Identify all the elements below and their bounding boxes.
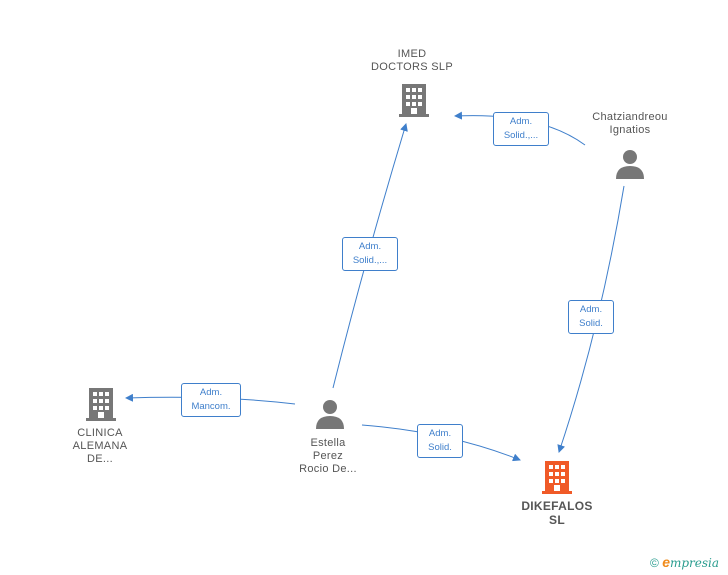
label-line: Perez xyxy=(312,450,344,462)
label-line: DOCTORS SLP xyxy=(371,61,453,73)
label-line: SL xyxy=(549,513,565,527)
label-line: IMED xyxy=(397,48,427,60)
label-line: DE... xyxy=(87,453,113,465)
edge-label-chatz-dikefalos[interactable]: Adm. Solid. xyxy=(568,300,614,334)
building-icon-highlighted[interactable] xyxy=(542,461,572,494)
edge-label-line: Solid. xyxy=(428,442,452,453)
edge-label-estella-dikefalos[interactable]: Adm. Solid. xyxy=(417,424,463,458)
node-label-estella[interactable]: Estella Perez Rocio De... xyxy=(276,437,380,476)
copyright-symbol: © xyxy=(650,556,659,570)
edge-label-line: Solid. xyxy=(579,318,603,329)
edge-label-line: Adm. xyxy=(579,304,603,315)
building-icon[interactable] xyxy=(399,84,429,117)
node-label-imed[interactable]: IMED DOCTORS SLP xyxy=(360,48,464,74)
edge-label-line: Adm. xyxy=(428,428,452,439)
label-line: Chatziandreou xyxy=(592,111,668,123)
edge-label-line: Mancom. xyxy=(191,401,231,412)
node-label-clinica[interactable]: CLINICA ALEMANA DE... xyxy=(50,427,150,466)
edge-label-estella-clinica[interactable]: Adm. Mancom. xyxy=(181,383,241,417)
person-icon[interactable] xyxy=(616,150,644,179)
edge-label-chatz-imed[interactable]: Adm. Solid.,... xyxy=(493,112,549,146)
node-label-dikefalos[interactable]: DIKEFALOS SL xyxy=(505,499,609,527)
person-icon[interactable] xyxy=(316,400,344,429)
label-line: Ignatios xyxy=(609,124,651,136)
label-line: Rocio De... xyxy=(299,463,357,475)
edge-label-line: Solid.,... xyxy=(352,255,388,266)
edge-label-line: Solid.,... xyxy=(503,130,539,141)
brand-name: mpresia xyxy=(669,556,720,570)
node-label-chatziandreou[interactable]: Chatziandreou Ignatios xyxy=(578,111,682,137)
brand-e: e xyxy=(662,554,670,570)
edge-label-estella-imed[interactable]: Adm. Solid.,... xyxy=(342,237,398,271)
label-line: ALEMANA xyxy=(72,440,128,452)
label-line: Estella xyxy=(310,437,346,449)
edge-label-line: Adm. xyxy=(358,241,382,252)
building-icon[interactable] xyxy=(86,388,116,421)
label-line: CLINICA xyxy=(77,427,123,439)
brand-logo: © empresia xyxy=(650,554,719,570)
label-line: DIKEFALOS xyxy=(521,499,593,513)
edge-label-line: Adm. xyxy=(199,387,223,398)
edge-label-line: Adm. xyxy=(509,116,533,127)
